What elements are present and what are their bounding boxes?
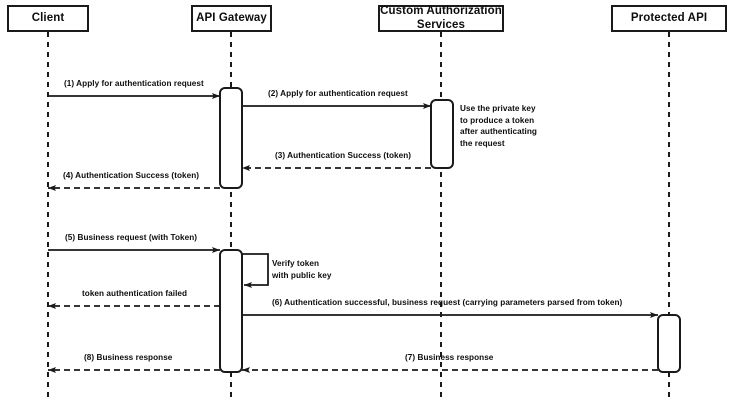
message-label-token-auth-failed: token authentication failed bbox=[82, 289, 188, 298]
activation-bar-protected bbox=[657, 314, 681, 373]
message-label-7: (7) Business response bbox=[405, 353, 494, 362]
message-label-6: (6) Authentication successful, business … bbox=[272, 298, 623, 307]
message-label-3: (3) Authentication Success (token) bbox=[275, 151, 412, 160]
participant-label-client: Client bbox=[31, 11, 65, 24]
participant-box-gateway[interactable]: API Gateway bbox=[191, 5, 272, 32]
activation-bar-gateway bbox=[219, 249, 243, 373]
self-message-lines-group bbox=[242, 253, 269, 289]
self-message-verify-token bbox=[242, 253, 269, 289]
activation-bar-gateway bbox=[219, 87, 243, 189]
message-label-4: (4) Authentication Success (token) bbox=[63, 171, 200, 180]
participant-label-protected: Protected API bbox=[630, 11, 708, 24]
activation-bar-authsvc bbox=[430, 99, 454, 169]
message-label-8: (8) Business response bbox=[84, 353, 173, 362]
note-note-private-key: Use the private key to produce a token a… bbox=[460, 104, 537, 148]
participant-box-protected[interactable]: Protected API bbox=[611, 5, 727, 32]
message-label-2: (2) Apply for authentication request bbox=[268, 89, 408, 98]
activation-bars-group bbox=[219, 87, 681, 373]
message-lines-group bbox=[48, 92, 658, 374]
message-label-5: (5) Business request (with Token) bbox=[65, 233, 198, 242]
participant-box-client[interactable]: Client bbox=[7, 5, 89, 32]
participant-label-gateway: API Gateway bbox=[196, 11, 267, 24]
message-label-1: (1) Apply for authentication request bbox=[64, 79, 204, 88]
